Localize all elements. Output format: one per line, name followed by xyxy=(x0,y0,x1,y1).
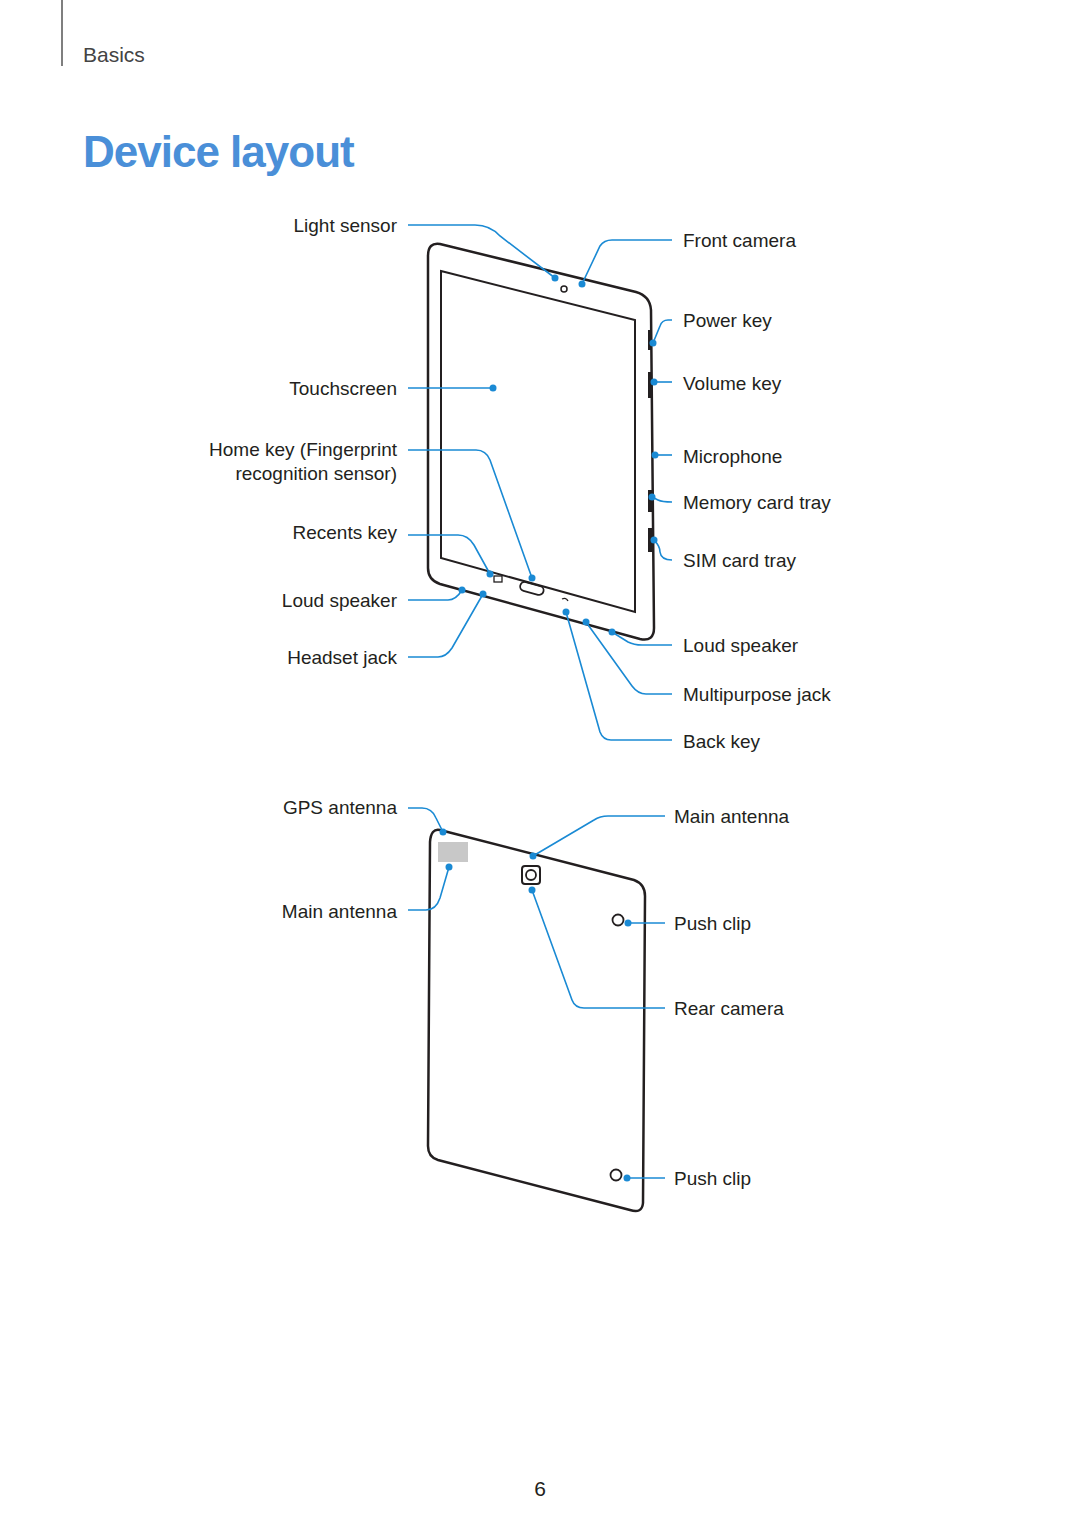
running-header: Basics xyxy=(83,43,145,66)
header-rule xyxy=(61,0,63,66)
leader-dots xyxy=(440,275,659,1182)
page-number: 6 xyxy=(534,1477,546,1500)
part-label: Main antenna xyxy=(674,805,789,828)
part-label: SIM card tray xyxy=(683,549,796,572)
part-label: Home key (Fingerprint recognition sensor… xyxy=(182,438,397,486)
part-label: Multipurpose jack xyxy=(683,683,831,706)
part-label: Loud speaker xyxy=(282,589,397,612)
part-label: Microphone xyxy=(683,445,782,468)
part-label: Loud speaker xyxy=(683,634,798,657)
part-label: Touchscreen xyxy=(289,377,397,400)
part-label: Headset jack xyxy=(287,646,397,669)
part-label: Recents key xyxy=(292,521,397,544)
part-label: GPS antenna xyxy=(283,796,397,819)
part-label: Rear camera xyxy=(674,997,784,1020)
part-label: Main antenna xyxy=(282,900,397,923)
part-label: Power key xyxy=(683,309,772,332)
part-label: Push clip xyxy=(674,1167,751,1190)
tablet-rear xyxy=(428,830,645,1211)
part-label: Volume key xyxy=(683,372,781,395)
part-label: Light sensor xyxy=(293,214,397,237)
leader-lines xyxy=(408,225,672,1178)
part-label: Push clip xyxy=(674,912,751,935)
tablet-front xyxy=(428,244,654,640)
part-label: Back key xyxy=(683,730,760,753)
part-label: Front camera xyxy=(683,229,796,252)
page-title: Device layout xyxy=(83,126,354,178)
part-label: Memory card tray xyxy=(683,491,831,514)
